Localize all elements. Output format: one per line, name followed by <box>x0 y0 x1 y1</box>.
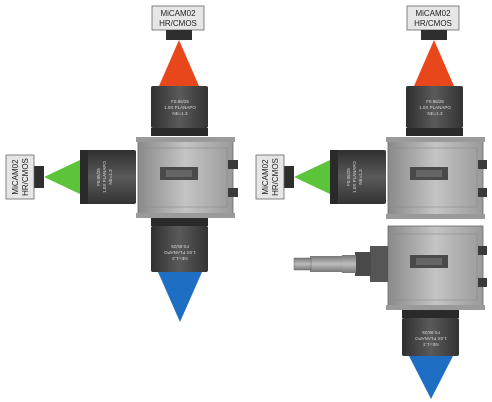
left-red-cone <box>159 40 199 86</box>
left-top-camera: MiCAM02 HR/CMOS <box>151 5 205 40</box>
left-top-lens: F0.95/25 1.0X PLANAPO NE=1.3 <box>151 86 208 136</box>
right-side-camera-model: MiCAM02 <box>261 159 270 195</box>
left-side-camera-sensor: HR/CMOS <box>21 158 30 196</box>
right-top-lens-line2: 1.0X PLANAPO <box>419 105 451 110</box>
right-green-cone <box>294 160 330 194</box>
left-bottom-lens-line3: NE=1.3 <box>172 256 188 261</box>
left-side-lens-line3: NE=1.3 <box>108 169 113 185</box>
right-top-lens: F0.95/25 1.0X PLANAPO NE=1.3 <box>406 86 463 136</box>
right-upper-body <box>386 137 487 216</box>
left-bottom-lens: F0.95/25 1.0X PLANAPO NE=1.3 <box>151 218 208 272</box>
left-side-camera-model: MiCAM02 <box>11 159 20 195</box>
right-side-lens-line1: F0.95/25 <box>346 168 351 186</box>
left-top-lens-line3: NE=1.3 <box>172 111 188 116</box>
left-top-camera-model: MiCAM02 <box>160 9 196 18</box>
left-bottom-lens-line1: F0.95/25 <box>171 244 189 249</box>
left-top-lens-line2: 1.0X PLANAPO <box>164 105 196 110</box>
right-light-source <box>293 246 388 282</box>
right-bottom-lens-line2: 1.0X PLANAPO <box>415 336 447 341</box>
right-top-camera-sensor: HR/CMOS <box>414 19 452 28</box>
right-top-camera-model: MiCAM02 <box>415 9 451 18</box>
left-blue-cone <box>158 272 202 322</box>
left-side-lens-line2: 1.0X PLANAPO <box>102 161 107 193</box>
right-side-lens: F0.95/25 1.0X PLANAPO NE=1.3 <box>330 150 386 204</box>
right-bottom-lens: F0.95/25 1.0X PLANAPO NE=1.3 <box>402 310 459 356</box>
right-lower-body <box>386 214 487 310</box>
right-top-camera: MiCAM02 HR/CMOS <box>406 5 460 40</box>
right-side-camera-sensor: HR/CMOS <box>271 158 280 196</box>
right-side-lens-line3: NE=1.3 <box>358 169 363 185</box>
left-side-camera: MiCAM02 HR/CMOS <box>5 154 44 200</box>
left-top-camera-sensor: HR/CMOS <box>159 19 197 28</box>
left-bottom-lens-line2: 1.0X PLANAPO <box>164 250 196 255</box>
right-red-cone <box>414 40 454 86</box>
left-assembly: MiCAM02 HR/CMOS F0.95/25 1.0X PLANAPO NE… <box>5 5 238 322</box>
right-top-lens-line1: F0.95/25 <box>426 99 444 104</box>
right-top-lens-line3: NE=1.3 <box>427 111 443 116</box>
right-assembly: MiCAM02 HR/CMOS F0.95/25 1.0X PLANAPO NE… <box>255 5 487 399</box>
left-main-body <box>136 137 238 218</box>
right-blue-cone <box>409 356 453 399</box>
right-bottom-lens-line3: NE=1.3 <box>423 342 439 347</box>
left-side-lens-line1: F0.95/25 <box>96 168 101 186</box>
left-side-lens: F0.95/25 1.0X PLANAPO NE=1.3 <box>80 150 136 204</box>
left-top-lens-line1: F0.95/25 <box>171 99 189 104</box>
right-bottom-lens-line1: F0.95/25 <box>422 330 440 335</box>
right-side-camera: MiCAM02 HR/CMOS <box>255 154 294 200</box>
left-green-cone <box>44 160 80 194</box>
right-side-lens-line2: 1.0X PLANAPO <box>352 161 357 193</box>
